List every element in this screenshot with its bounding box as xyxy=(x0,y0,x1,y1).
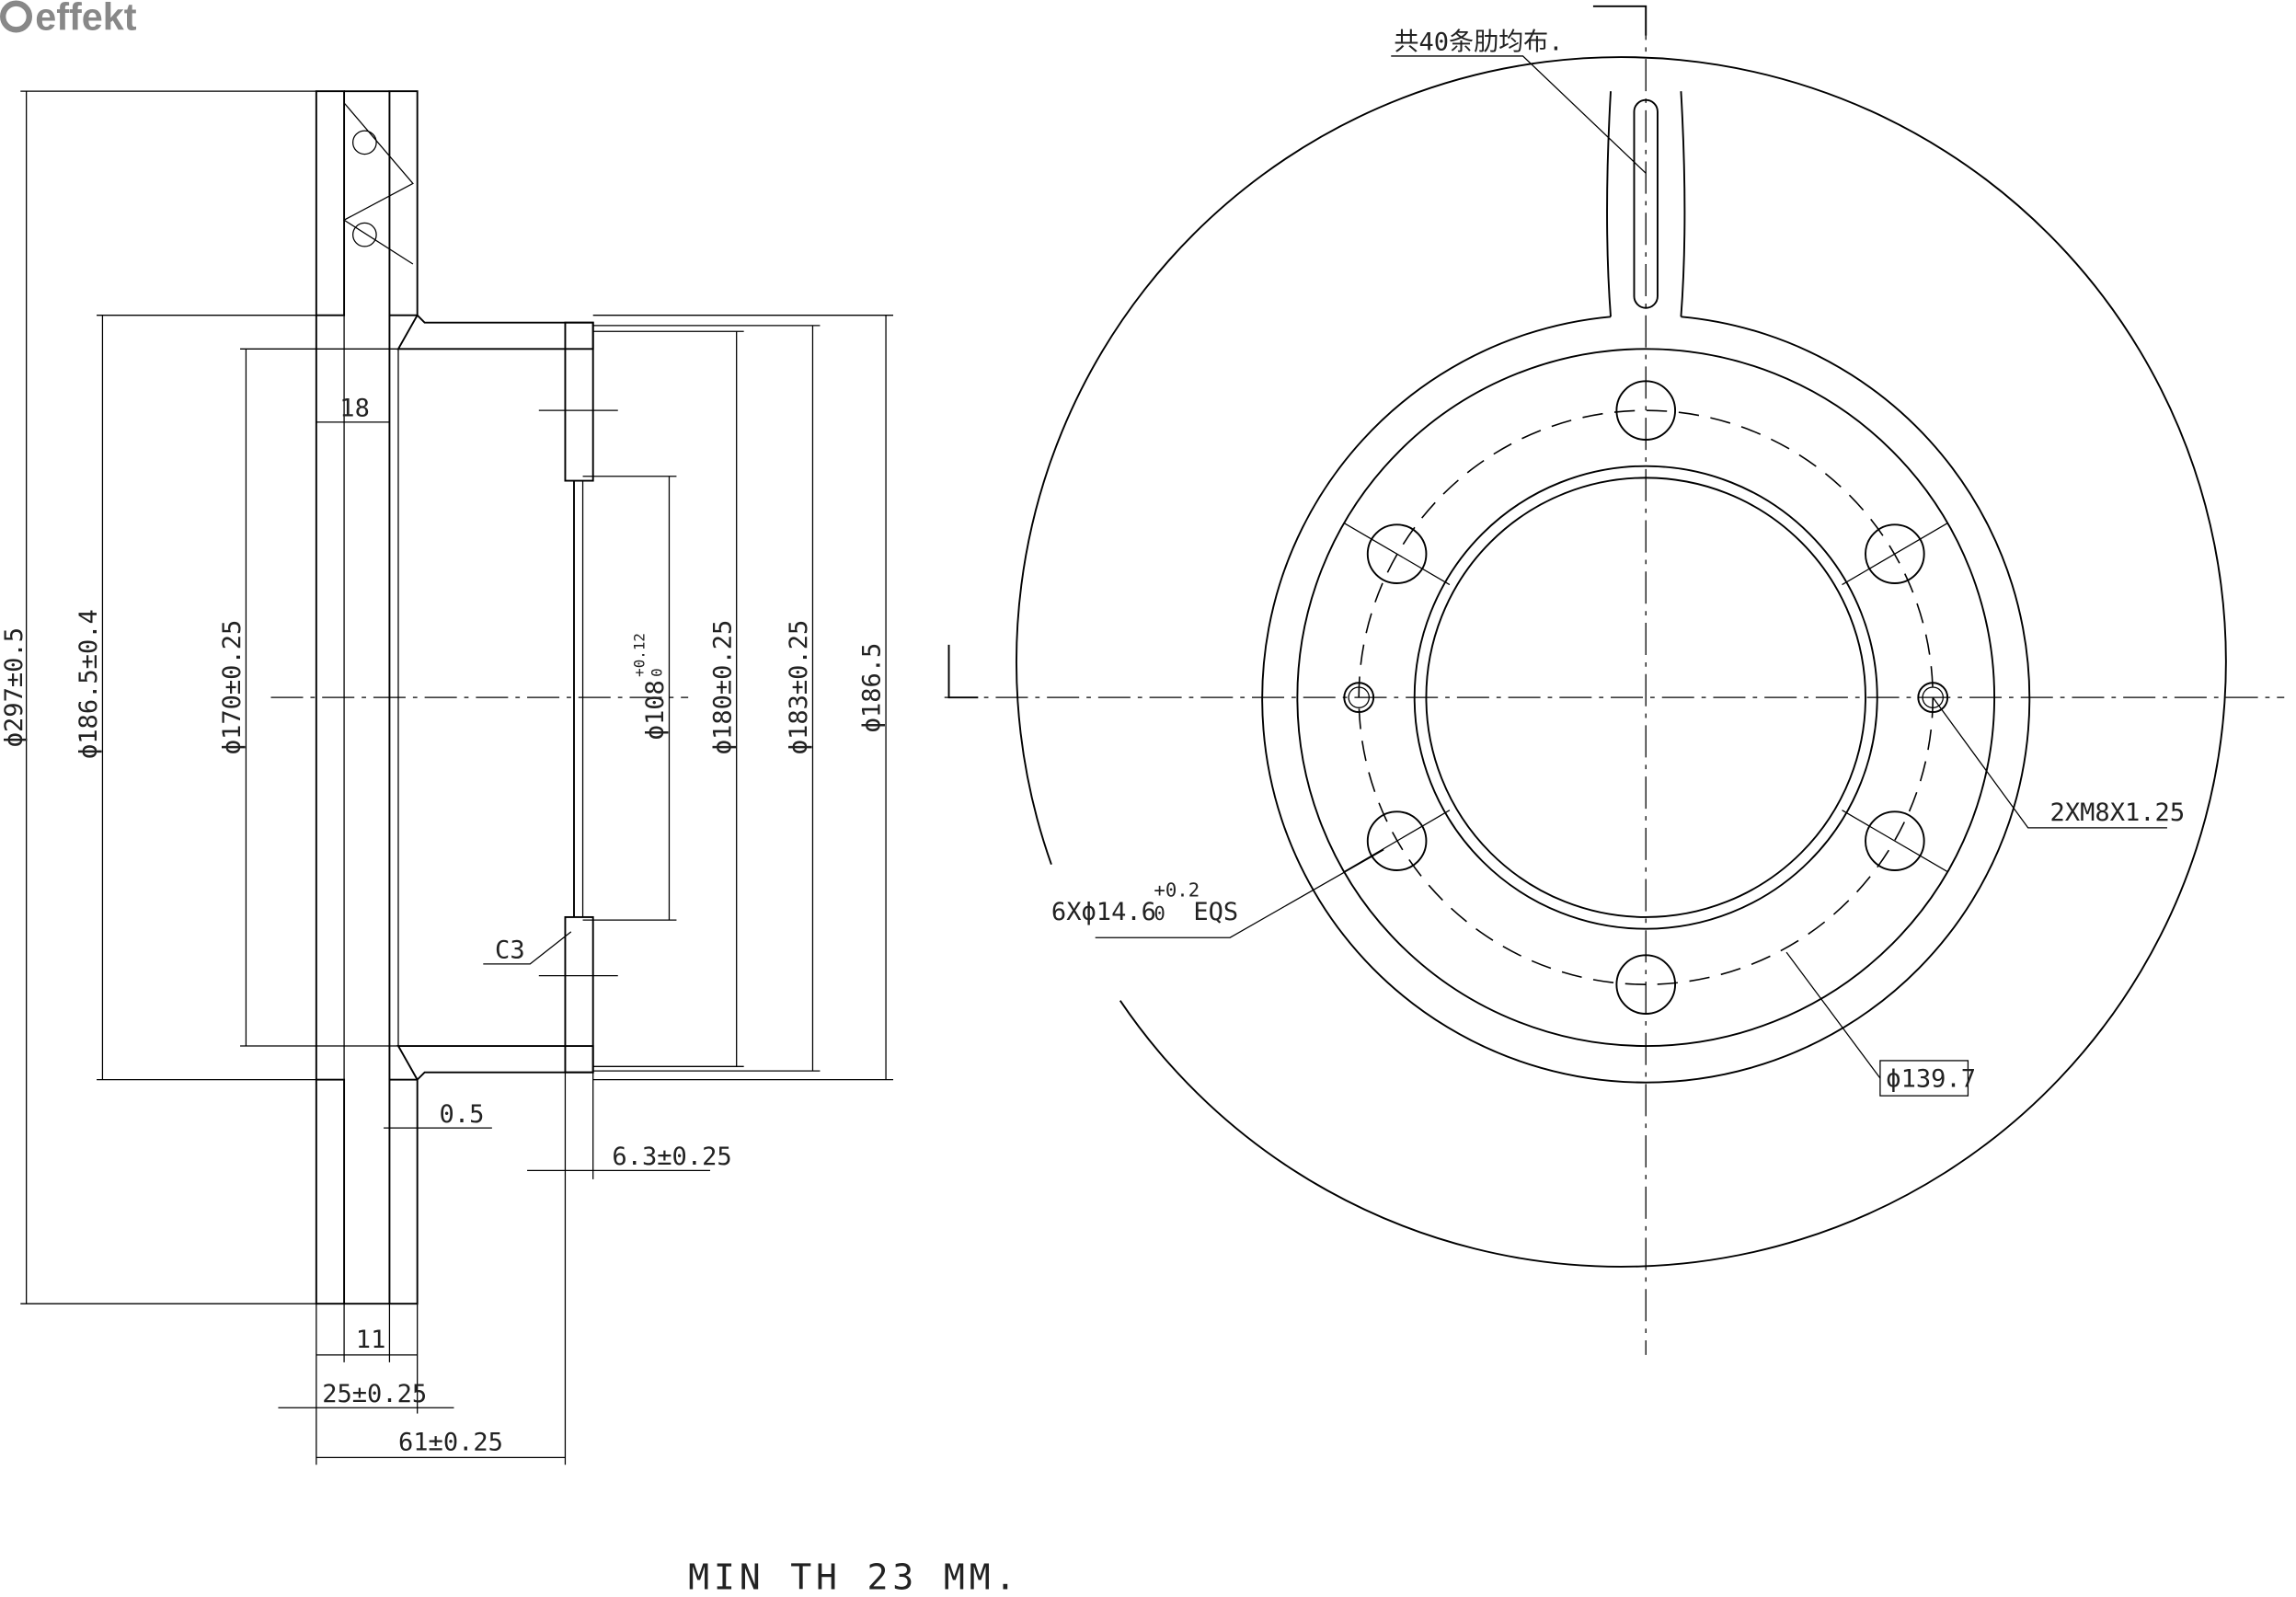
dim-186-5: ϕ186.5 xyxy=(858,643,887,733)
svg-text:0: 0 xyxy=(649,668,666,677)
effekt-logo: effekt xyxy=(0,0,137,38)
svg-text:+0.12: +0.12 xyxy=(630,633,648,677)
dim-108: ϕ108 xyxy=(641,680,670,740)
dim-25: 25±0.25 xyxy=(322,1380,427,1408)
pcd-box xyxy=(1879,1060,1969,1097)
svg-text:EQS: EQS xyxy=(1193,898,1238,926)
pcd-label: ϕ139.7 xyxy=(1886,1065,1976,1094)
chamfer-c3: C3 xyxy=(495,936,525,965)
front-view: 共40条肋均布. 2XM8X1.25 6Xϕ14.6 +0.2 0 EQS ϕ1… xyxy=(944,5,2285,1355)
hole-note: 6Xϕ14.6 xyxy=(1051,898,1156,926)
svg-text:effekt: effekt xyxy=(35,0,137,38)
side-section-view: ϕ297±0.5 ϕ186.5±0.4 ϕ170±0.25 ϕ108 +0.12… xyxy=(0,90,894,1465)
min-thickness-note: MIN TH 23 MM. xyxy=(688,1558,1020,1597)
thread-note: 2XM8X1.25 xyxy=(2050,798,2186,827)
dim-297: ϕ297±0.5 xyxy=(0,627,29,747)
rib-note: 共40条肋均布. xyxy=(1394,29,1563,57)
bolt-holes xyxy=(1343,380,1948,1015)
dim-0-5: 0.5 xyxy=(440,1100,485,1129)
dim-18: 18 xyxy=(339,395,370,423)
dim-180: ϕ180±0.25 xyxy=(708,620,737,755)
dim-170: ϕ170±0.25 xyxy=(218,620,247,755)
svg-text:0: 0 xyxy=(1154,902,1165,925)
dim-6-3: 6.3±0.25 xyxy=(612,1143,731,1171)
dim-61: 61±0.25 xyxy=(398,1428,503,1456)
svg-text:+0.2: +0.2 xyxy=(1154,879,1200,902)
dim-11: 11 xyxy=(356,1326,386,1354)
dim-183: ϕ183±0.25 xyxy=(785,620,813,755)
dim-186-5-tol: ϕ186.5±0.4 xyxy=(75,609,103,759)
